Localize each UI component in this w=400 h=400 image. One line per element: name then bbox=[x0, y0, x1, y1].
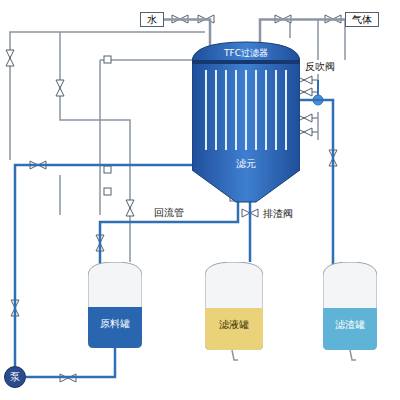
node-label: 滤液罐 bbox=[219, 318, 249, 332]
filter-element: 滤元 bbox=[228, 156, 264, 172]
pipe-connector bbox=[100, 202, 238, 268]
node-shape bbox=[192, 40, 300, 205]
tank: 滤液罐 bbox=[205, 262, 263, 350]
node-label: TFC过滤器 bbox=[224, 47, 268, 60]
pipe-connector bbox=[260, 20, 345, 47]
node-shape bbox=[205, 262, 263, 350]
node-label: 气体 bbox=[352, 13, 372, 27]
node-label: 滤元 bbox=[236, 157, 256, 171]
part-label: 排渣阀 bbox=[262, 207, 294, 221]
filter-vessel: TFC过滤器滤元 bbox=[192, 40, 300, 205]
pump-symbol: 泵 bbox=[4, 366, 26, 388]
node-label: 滤渣罐 bbox=[335, 318, 365, 332]
node-shape bbox=[88, 262, 142, 348]
node-shape bbox=[323, 262, 377, 350]
tank: 滤渣罐 bbox=[323, 262, 377, 350]
pipe-connector bbox=[300, 100, 333, 268]
source-box: 气体 bbox=[345, 12, 379, 27]
pipe-connector bbox=[164, 20, 210, 47]
node-label: 原料罐 bbox=[100, 317, 130, 331]
node-label: 水 bbox=[147, 13, 157, 27]
source-box: 水 bbox=[140, 12, 164, 27]
node-label: 泵 bbox=[10, 370, 20, 384]
edge-label: 回流管 bbox=[153, 206, 185, 220]
tank: 原料罐 bbox=[88, 262, 142, 348]
pipe-connector bbox=[249, 202, 252, 262]
part-label: 反吹阀 bbox=[304, 60, 336, 74]
pipe-connector bbox=[26, 348, 115, 377]
pipe-connector bbox=[15, 165, 192, 366]
